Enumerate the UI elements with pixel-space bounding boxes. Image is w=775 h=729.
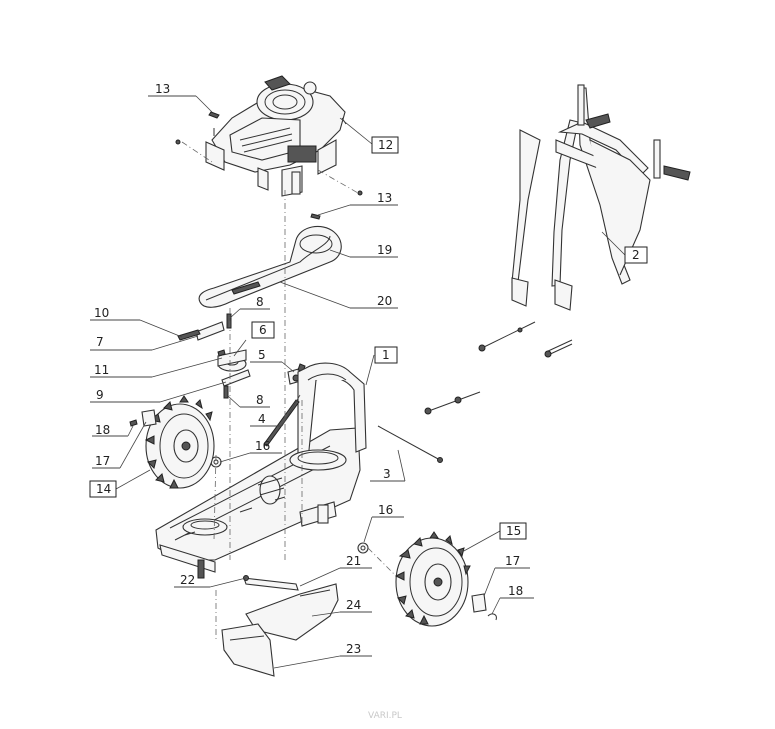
handle-part	[511, 84, 691, 311]
callout-18: 18	[95, 423, 110, 437]
callout-14-box	[89, 480, 117, 498]
callout-12-box	[371, 136, 399, 154]
callout-16: 16	[378, 503, 393, 517]
callout-8: 8	[256, 295, 264, 309]
callout-labels: 13 12 13 2 19 20 8 10 6 7 5 1 11 9 8 4 1…	[89, 82, 648, 656]
left-wheel-part	[144, 395, 215, 489]
callout-24: 24	[346, 598, 361, 612]
callout-15: 15	[506, 524, 521, 538]
callout-2: 2	[632, 248, 640, 262]
callout-8: 8	[256, 393, 264, 407]
leader-lines	[90, 95, 626, 669]
right-clip-parts	[471, 593, 497, 621]
axle-rod-part	[377, 425, 443, 463]
callout-13: 13	[377, 191, 392, 205]
callout-12: 12	[378, 138, 393, 152]
callout-1-box	[374, 346, 398, 364]
callout-18: 18	[508, 584, 523, 598]
callout-4: 4	[258, 412, 266, 426]
shield-plate-parts	[221, 575, 339, 677]
callout-14: 14	[96, 482, 111, 496]
callout-6: 6	[259, 323, 267, 337]
callout-3: 3	[383, 467, 391, 481]
callout-23: 23	[346, 642, 361, 656]
engine-part	[205, 75, 347, 197]
callout-20: 20	[377, 294, 392, 308]
callout-16: 16	[255, 439, 270, 453]
callout-19: 19	[377, 243, 392, 257]
callout-13: 13	[155, 82, 170, 96]
callout-1: 1	[382, 348, 390, 362]
assembly-axes	[213, 190, 397, 640]
callout-15-box	[499, 522, 527, 540]
callout-10: 10	[94, 306, 109, 320]
left-clip-parts	[129, 409, 157, 427]
drive-belt-part	[198, 225, 342, 308]
watermark: VARI.PL	[368, 711, 402, 721]
callout-17: 17	[95, 454, 110, 468]
callout-5: 5	[258, 348, 266, 362]
callout-17: 17	[505, 554, 520, 568]
frame-part	[155, 362, 367, 579]
callout-11: 11	[94, 363, 109, 377]
callout-22: 22	[180, 573, 195, 587]
control-cables	[424, 321, 573, 415]
callout-6-box	[251, 321, 275, 339]
callout-21: 21	[346, 554, 361, 568]
callout-2-box	[624, 246, 648, 264]
belt-guide-part	[231, 281, 261, 295]
callout-7: 7	[96, 335, 104, 349]
right-wheel-part	[394, 531, 471, 627]
washer-parts	[210, 456, 369, 554]
tensioner-assembly	[177, 313, 251, 399]
callout-9: 9	[96, 388, 104, 402]
engine-bolts	[175, 111, 363, 220]
